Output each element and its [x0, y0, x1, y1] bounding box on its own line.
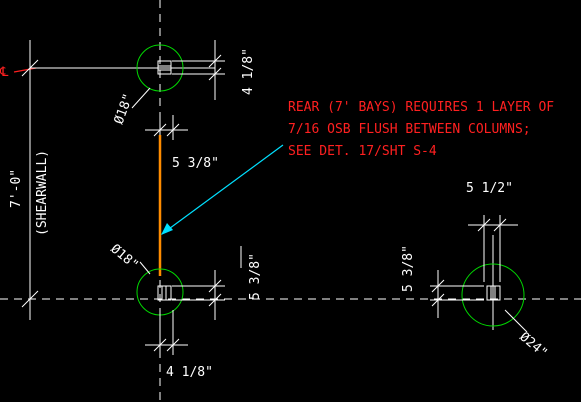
top-dim-tick-1: [208, 54, 222, 68]
right-side-dim-tick-2: [431, 293, 445, 307]
lower-dim-tick-1: [208, 279, 222, 293]
note-line-1: REAR (7' BAYS) REQUIRES 1 LAYER OF: [288, 100, 554, 115]
lower-vertical-dimension: 5 3/8": [248, 253, 263, 300]
mid-dim-tick-2: [166, 123, 180, 137]
mid-dim-tick-1: [153, 123, 167, 137]
note-leader-arrowhead: [161, 223, 173, 235]
top-vertical-dimension: 4 1/8": [241, 48, 256, 95]
lower-dim-tick-2: [208, 293, 222, 307]
top-footing-circle: [136, 44, 184, 92]
top-column-post: [157, 60, 172, 75]
centerline-symbol: ℄: [0, 65, 9, 80]
right-vertical-dimension: 5 3/8": [401, 245, 416, 292]
top-diameter-leader: [131, 87, 151, 109]
right-horizontal-dimension: 5 1/2": [466, 181, 513, 196]
left-span-dimension: 7'-0": [9, 169, 24, 208]
shearwall-label: (SHEARWALL): [35, 150, 50, 236]
right-column-post: [486, 285, 501, 301]
lower-circle-diameter: Ø18": [107, 242, 141, 274]
top-dim-tick-2: [208, 67, 222, 81]
note-line-2: 7/16 OSB FLUSH BETWEEN COLUMNS;: [288, 122, 531, 137]
left-dimension-tick-bottom: [21, 290, 39, 308]
bottom-dim-tick-1: [153, 338, 167, 352]
bottom-dim-tick-2: [166, 338, 180, 352]
left-dimension-tick-top: [21, 59, 39, 77]
right-side-dim-tick-1: [431, 279, 445, 293]
right-circle-diameter: Ø24": [516, 330, 550, 362]
right-top-dim-tick-2: [493, 218, 507, 232]
bottom-horizontal-dimension: 4 1/8": [166, 365, 213, 380]
mid-horizontal-dimension: 5 3/8": [172, 156, 219, 171]
lower-column-post: [157, 285, 172, 301]
right-top-dim-tick-1: [477, 218, 491, 232]
centerline-leader: [13, 67, 37, 73]
top-circle-diameter: Ø18": [112, 92, 137, 127]
note-leader-line: [161, 144, 284, 235]
right-footing-circle: [461, 263, 525, 327]
lower-diameter-leader: [139, 261, 151, 275]
note-line-3: SEE DET. 17/SHT S-4: [288, 144, 437, 159]
right-diameter-leader: [504, 309, 528, 333]
